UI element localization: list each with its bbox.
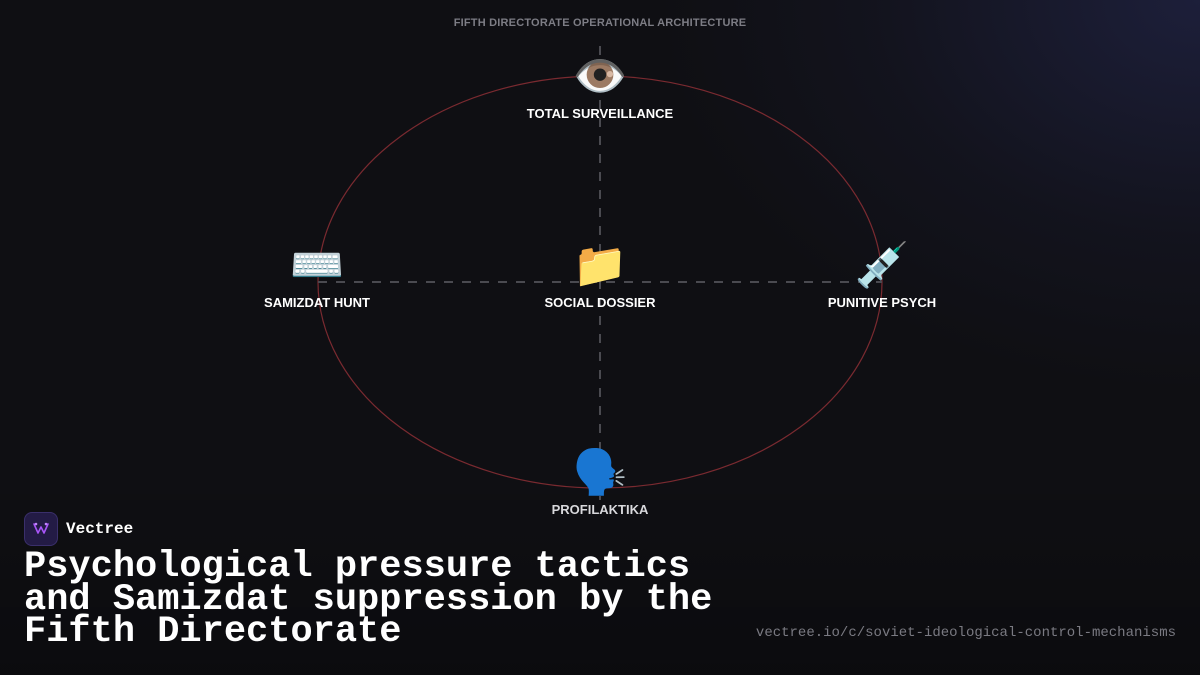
node-social-dossier: 📁 SOCIAL DOSSIER: [500, 241, 700, 310]
speaking-head-icon: 🗣️: [572, 448, 628, 497]
keyboard-icon: ⌨️: [289, 241, 345, 290]
syringe-icon: 💉: [854, 241, 910, 290]
node-label: TOTAL SURVEILLANCE: [526, 106, 674, 121]
brand-name: Vectree: [66, 520, 134, 538]
folder-icon: 📁: [572, 241, 628, 290]
node-samizdat-hunt: ⌨️ SAMIZDAT HUNT: [217, 241, 417, 310]
node-label: PUNITIVE PSYCH: [827, 295, 937, 310]
source-url[interactable]: vectree.io/c/soviet-ideological-control-…: [755, 625, 1176, 641]
node-total-surveillance: 👁️ TOTAL SURVEILLANCE: [500, 52, 700, 121]
diagram-title: FIFTH DIRECTORATE OPERATIONAL ARCHITECTU…: [453, 17, 747, 29]
node-label: SOCIAL DOSSIER: [544, 295, 656, 310]
node-punitive-psych: 💉 PUNITIVE PSYCH: [782, 241, 982, 310]
vectree-logo-icon: [24, 512, 58, 546]
brand[interactable]: Vectree: [24, 512, 133, 546]
node-profilaktika: 🗣️ PROFILAKTIKA: [500, 448, 700, 517]
eye-icon: 👁️: [572, 52, 628, 101]
node-label: SAMIZDAT HUNT: [264, 295, 370, 310]
logo-mark: [33, 522, 49, 534]
page-headline: Psychological pressure tactics and Samiz…: [24, 546, 713, 653]
node-label: PROFILAKTIKA: [551, 502, 649, 517]
